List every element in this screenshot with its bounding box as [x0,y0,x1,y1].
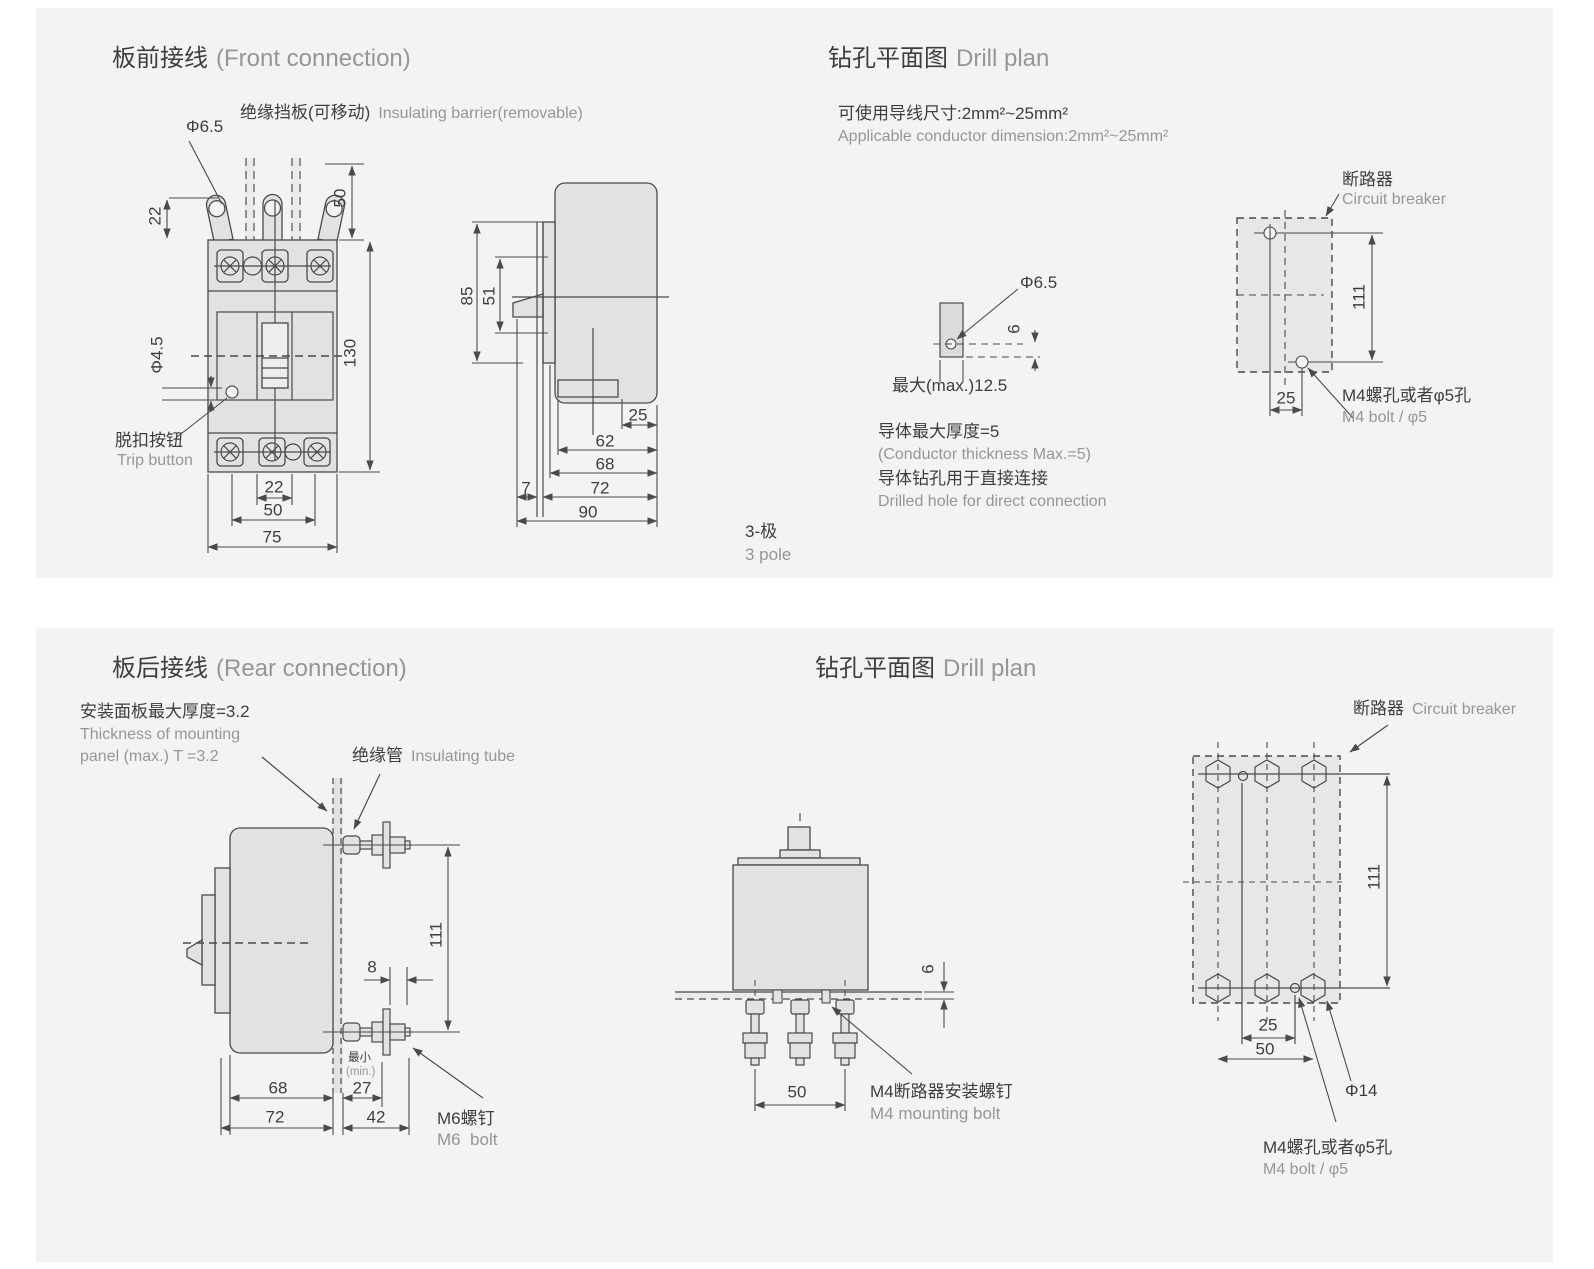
dim-bottom-22: 22 [264,477,284,497]
tube-label-zh: 绝缘管 [352,746,403,765]
dim-bottom-75: 75 [262,527,282,547]
front-connection-section: 板前接线 (Front connection) 绝缘挡板(可移动) Insulati… [36,8,1553,578]
dim-side-72: 72 [590,478,610,498]
dim-rear-111: 111 [426,922,446,948]
min-label-zh: 最小 [348,1052,371,1064]
m4-mounting-zh: M4断路器安装螺钉 [870,1082,1013,1101]
rear-breaker-label: 断路器 Circuit breaker [1353,699,1517,719]
rear-title-zh: 板后接线 [112,655,208,682]
dim-rear-72: 72 [265,1107,285,1127]
rear-title-en: (Rear connection) [216,655,407,682]
rear-connection-drawing [183,724,1391,1135]
dim-bottom-50: 50 [263,500,283,520]
barrier-label-zh: 绝缘挡板(可移动) [240,103,371,122]
breaker-label-en: Circuit breaker [1342,191,1447,208]
m6-label-en: M6 bolt [437,1130,498,1149]
min-label-en: (min.) [346,1066,376,1078]
dim-rear-8: 8 [367,957,377,977]
wire-size-en: Applicable conductor dimension:2mm²~25mm… [838,128,1169,145]
dim-side-25: 25 [628,405,648,425]
tube-label: 绝缘管 Insulating tube [352,746,516,766]
dim-rear-42: 42 [366,1107,386,1127]
dim-side-62: 62 [595,431,615,451]
dia-14-label: Φ14 [1345,1081,1378,1100]
rear-breaker-zh: 断路器 [1353,699,1404,718]
rear-m4-hole-zh: M4螺孔或者φ5孔 [1263,1138,1393,1157]
mount-thickness-en2: panel (max.) T =3.2 [80,748,219,765]
dim-rear-27: 27 [352,1078,372,1098]
mount-thickness-en1: Thickness of mounting [80,726,241,743]
dim-rdrill-25: 25 [1258,1015,1278,1035]
m4-mounting-en: M4 mounting bolt [870,1104,1001,1123]
dim-conductor-6: 6 [1004,324,1024,334]
max-125-label: 最大(max.)12.5 [892,376,1008,395]
drilled-hole-en: Drilled hole for direct connection [878,493,1107,510]
rear-breaker-en: Circuit breaker [1412,701,1517,718]
breaker-label-zh: 断路器 [1342,170,1393,189]
dim-body-height: 130 [340,338,360,368]
dim-rdrill-111: 111 [1364,864,1384,890]
mount-thickness-zh: 安装面板最大厚度=3.2 [80,702,250,721]
rear-drill-title: 钻孔平面图 Drill plan [815,655,1037,682]
tube-label-en: Insulating tube [411,748,516,765]
dim-side-68: 68 [595,454,615,474]
trip-label-en: Trip button [117,452,193,469]
rear-connection-section: 板后接线 (Rear connection) 安装面板最大厚度=3.2 Thick… [36,628,1553,1262]
pole-label-zh: 3-极 [745,522,778,541]
conductor-thickness-zh: 导体最大厚度=5 [878,422,1000,441]
dim-drill-111: 111 [1349,284,1369,310]
dim-side-51: 51 [479,286,499,306]
dim-panel-6: 6 [918,964,938,974]
front-title-en: (Front connection) [216,45,411,72]
drill-dia-label: Φ6.5 [1020,273,1058,292]
conductor-thickness-en: (Conductor thickness Max.=5) [878,446,1091,463]
dim-side-90: 90 [578,502,598,522]
dim-rear-68: 68 [268,1078,288,1098]
dim-tab-height: 22 [145,206,165,226]
front-drill-title: 钻孔平面图 Drill plan [828,45,1050,72]
dim-tab-length: 50 [330,188,350,208]
barrier-label: 绝缘挡板(可移动) Insulating barrier(removable) [240,103,583,123]
dim-side-7: 7 [521,478,531,498]
m6-label-zh: M6螺钉 [437,1109,495,1128]
drilled-hole-zh: 导体钻孔用于直接连接 [878,469,1048,488]
front-title: 板前接线 (Front connection) [112,45,411,72]
dim-side-85: 85 [457,286,477,306]
dia-trip-label: Φ4.5 [147,336,167,374]
trip-label-zh: 脱扣按钮 [115,431,183,450]
barrier-label-en: Insulating barrier(removable) [378,105,583,122]
rear-m4-hole-en: M4 bolt / φ5 [1263,1161,1349,1178]
front-drill-title-en: Drill plan [956,45,1050,72]
m4-hole-zh: M4螺孔或者φ5孔 [1342,386,1472,405]
dim-drill-25: 25 [1276,388,1296,408]
dim-bolt-50: 50 [787,1082,807,1102]
dim-rdrill-50: 50 [1255,1039,1275,1059]
pole-label-en: 3 pole [745,545,792,564]
front-connection-drawing [162,140,1383,553]
rear-drill-title-zh: 钻孔平面图 [815,655,935,682]
wire-size-zh: 可使用导线尺寸:2mm²~25mm² [838,104,1068,123]
front-title-zh: 板前接线 [112,45,208,72]
dia-top-label: Φ6.5 [186,117,224,136]
front-drill-title-zh: 钻孔平面图 [828,45,948,72]
rear-drill-title-en: Drill plan [943,655,1037,682]
rear-title: 板后接线 (Rear connection) [112,655,407,682]
m4-hole-en: M4 bolt / φ5 [1342,409,1428,426]
